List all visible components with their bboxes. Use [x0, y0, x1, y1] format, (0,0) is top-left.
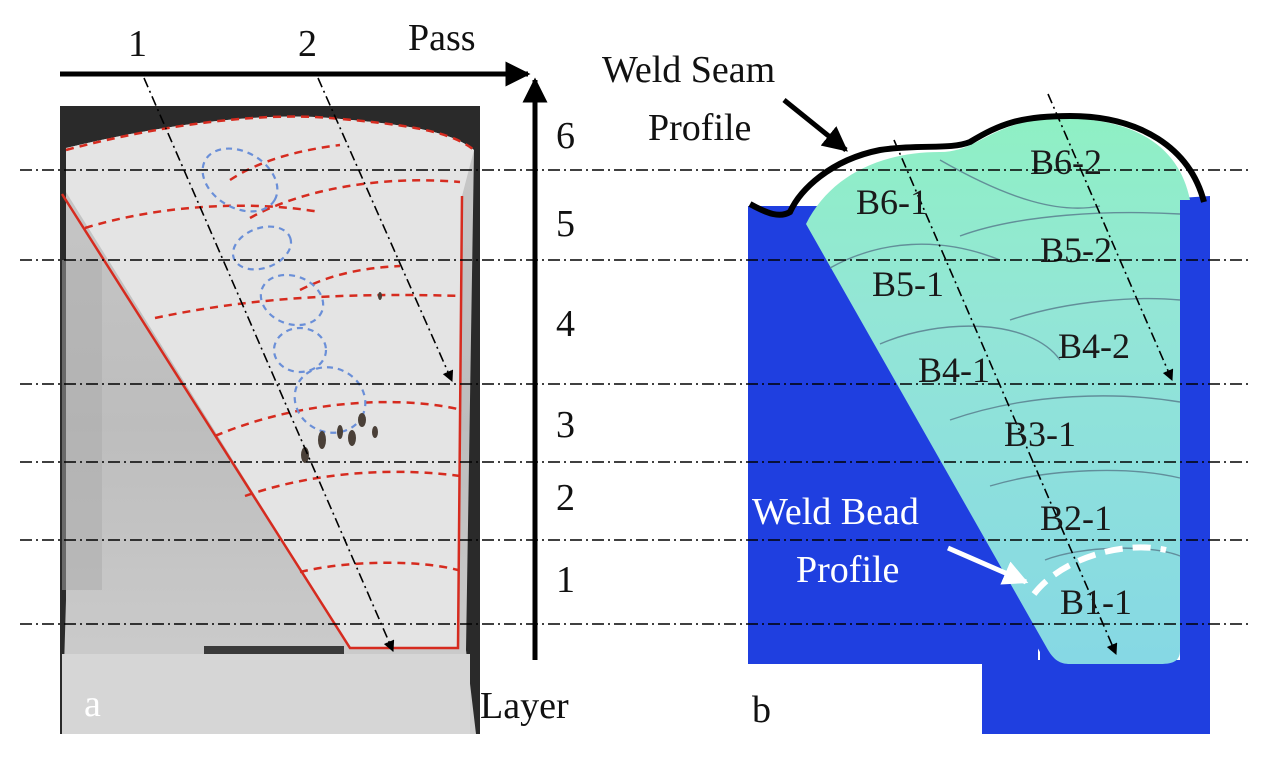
- layer-grid-lines: [20, 169, 1248, 625]
- weld-zone: [66, 116, 474, 648]
- layer-number-6: 6: [556, 115, 575, 157]
- base-plate: [62, 654, 470, 734]
- panel-a: 1 2 Pass 6 5 4 3 2 1 Layer a: [60, 17, 575, 734]
- layer-number-1: 1: [556, 559, 575, 601]
- weld-seam-label-line1: Weld Seam: [602, 49, 775, 91]
- pass-number-1: 1: [128, 23, 147, 65]
- bead-label-b5-2: B5-2: [1040, 230, 1112, 270]
- bead-label-b3-1: B3-1: [1004, 414, 1076, 454]
- weld-bead-label-line1: Weld Bead: [752, 491, 919, 533]
- weld-bead-profile: [1031, 544, 1167, 596]
- root-gap: [204, 646, 344, 654]
- layer-number-2: 2: [556, 477, 575, 519]
- panel-b: B6-1 B6-2 B5-1 B5-2 B4-1 B4-2 B3-1 B2-1 …: [602, 49, 1210, 734]
- base-metal-bottom: [982, 660, 1210, 734]
- pass-direction-arrows: [143, 77, 454, 653]
- bead-boundaries-a: [84, 143, 463, 574]
- bead-label-b2-1: B2-1: [1040, 498, 1112, 538]
- layer-number-5: 5: [556, 203, 575, 245]
- bead-label-b6-1: B6-1: [856, 182, 928, 222]
- bead-boundaries-b: [829, 159, 1181, 561]
- fusion-line: [60, 193, 464, 650]
- layer-number-4: 4: [556, 303, 575, 345]
- panel-b-label: b: [752, 689, 771, 731]
- porosity-spots: [301, 292, 382, 463]
- weld-seam-profile: [748, 112, 1207, 218]
- pass-number-2: 2: [298, 23, 317, 65]
- pass-axis-label: Pass: [408, 17, 476, 59]
- seam-label-arrow: [782, 98, 848, 152]
- layer-axis-label: Layer: [480, 685, 569, 727]
- bead-label-b1-1: B1-1: [1060, 582, 1132, 622]
- weld-bead-label-line2: Profile: [796, 549, 899, 591]
- panel-a-label: a: [84, 683, 101, 725]
- pass-direction-arrows-b: [893, 93, 1174, 656]
- bead-label-b5-1: B5-1: [872, 264, 944, 304]
- bead-label-b6-2: B6-2: [1030, 142, 1102, 182]
- seam-profile-dashed: [65, 115, 475, 152]
- bead-label-b4-2: B4-2: [1058, 326, 1130, 366]
- layer-number-3: 3: [556, 404, 575, 446]
- left-shadow: [62, 260, 102, 590]
- weld-seam-label-line2: Profile: [648, 107, 751, 149]
- bead-label-arrow: [947, 545, 1029, 585]
- weld-metal: [806, 118, 1190, 664]
